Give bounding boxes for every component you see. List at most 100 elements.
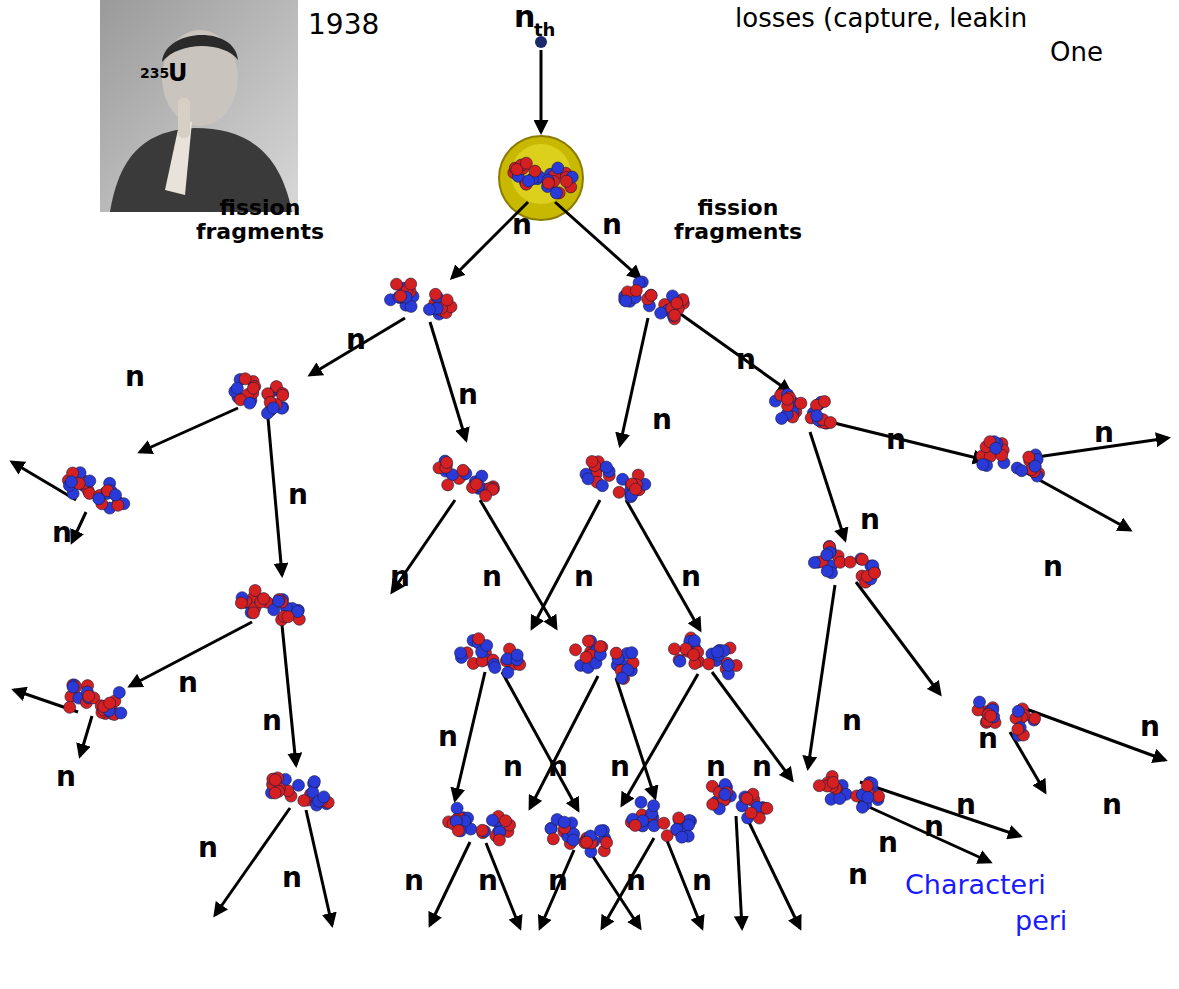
nucleon: [674, 655, 686, 667]
uranium-nucleus-circle: [499, 136, 583, 220]
neutron-label: n: [198, 833, 218, 864]
nucleon: [568, 834, 580, 846]
neutron-label: n: [752, 752, 772, 783]
neutron-label: n: [574, 562, 594, 593]
nucleon: [856, 554, 868, 566]
nucleon: [580, 835, 592, 847]
nucleon: [308, 776, 320, 788]
nucleon: [247, 382, 259, 394]
nucleon: [861, 780, 873, 792]
nucleon: [476, 824, 488, 836]
nucleon: [630, 483, 642, 495]
nucleon: [473, 633, 485, 645]
text-label: 1938: [308, 10, 379, 41]
nucleon: [811, 410, 823, 422]
nucleon: [1012, 705, 1024, 717]
nucleon: [873, 790, 885, 802]
nucleon: [600, 461, 612, 473]
nucleon: [827, 776, 839, 788]
neutron-arrow: [620, 318, 648, 445]
neutron-label: n: [736, 345, 756, 376]
neutron-arrow: [80, 716, 92, 756]
nucleon: [567, 834, 579, 846]
neutron-arrow: [555, 202, 640, 278]
nucleon: [808, 557, 820, 569]
neutron-label: n: [1094, 418, 1114, 449]
text-label: One: [1050, 38, 1103, 67]
nucleon: [616, 672, 628, 684]
neutron-arrow: [282, 625, 296, 765]
nucleon: [451, 802, 463, 814]
nucleon: [269, 787, 281, 799]
nucleon: [441, 457, 453, 469]
nucleon: [452, 825, 464, 837]
nucleon: [558, 816, 570, 828]
nucleon: [457, 464, 469, 476]
text-label: th: [534, 20, 555, 40]
nucleon: [626, 647, 638, 659]
nucleon: [669, 309, 681, 321]
nucleon: [231, 382, 243, 394]
nucleon: [658, 817, 670, 829]
nucleon: [707, 798, 719, 810]
neutron-arrow: [455, 672, 485, 800]
nucleon: [269, 774, 281, 786]
portrait-photo: [100, 0, 298, 212]
neutron-label: n: [514, 0, 535, 33]
nucleon: [825, 417, 837, 429]
nucleon: [761, 802, 773, 814]
neutron-label: n: [692, 866, 712, 897]
neutron-label: n: [652, 405, 672, 436]
nucleon: [629, 819, 641, 831]
nucleon: [821, 549, 833, 561]
neutron-label: n: [978, 724, 998, 755]
nucleon: [813, 780, 825, 792]
neutron-arrow: [530, 676, 598, 808]
nucleon: [1029, 460, 1041, 472]
neutron-label: n: [886, 425, 906, 456]
neutron-label: n: [956, 790, 976, 821]
text-label: peri: [1015, 906, 1067, 936]
neutron-label: n: [458, 380, 478, 411]
neutron-label: n: [610, 752, 630, 783]
nucleon: [543, 177, 555, 189]
neutron-label: n: [438, 722, 458, 753]
neutron-label: n: [1102, 790, 1122, 821]
nucleon: [819, 396, 831, 408]
nucleon: [620, 295, 632, 307]
neutron-label: n: [842, 706, 862, 737]
nucleon: [1029, 712, 1041, 724]
neutron-label: n: [125, 362, 145, 393]
nucleon: [712, 646, 724, 658]
nucleon: [489, 662, 501, 674]
neutron-label: n: [512, 210, 532, 241]
neutron-label: n: [178, 668, 198, 699]
nucleon: [110, 489, 122, 501]
nucleon: [248, 607, 260, 619]
nucleon: [795, 397, 807, 409]
neutron-arrow: [215, 808, 290, 915]
neutron-arrow: [1010, 732, 1045, 792]
neutron-arrow: [675, 310, 790, 392]
neutron-label: n: [706, 752, 726, 783]
neutron-arrow: [746, 816, 800, 928]
text-label: Characteri: [905, 870, 1046, 900]
neutron-label: n: [626, 866, 646, 897]
nucleon: [668, 643, 680, 655]
nucleon: [430, 288, 442, 300]
nucleon: [480, 490, 492, 502]
nucleon: [115, 707, 127, 719]
nucleon: [776, 413, 788, 425]
nucleon: [977, 459, 989, 471]
nucleon: [581, 836, 593, 848]
nucleon: [673, 812, 685, 824]
neutron-arrow: [856, 582, 940, 694]
neutron-arrow: [140, 408, 238, 452]
nucleon: [683, 819, 695, 831]
neutron-arrow: [810, 432, 845, 540]
nucleon: [596, 480, 608, 492]
nucleon: [282, 611, 294, 623]
neutron-arrow: [310, 318, 405, 375]
nucleon: [613, 486, 625, 498]
